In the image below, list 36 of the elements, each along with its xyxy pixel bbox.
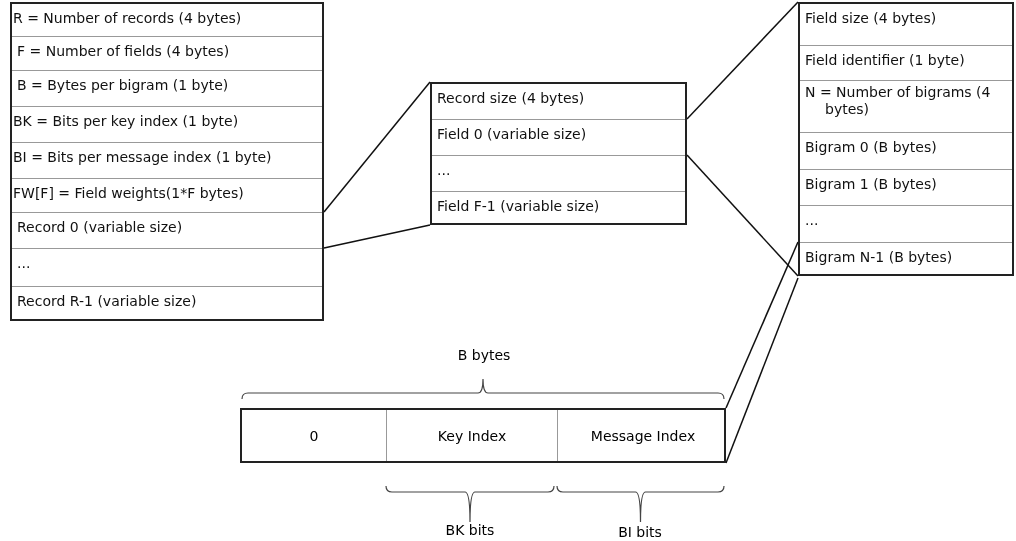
row-text: Field identifier (1 byte) [805,52,965,68]
record-table [10,2,324,321]
row-text: Field size (4 bytes) [805,10,937,26]
zoom-line [323,224,431,249]
zoom-line [725,241,799,409]
zoom-line [686,1,799,120]
row-text: Bigram N-1 (B bytes) [805,249,953,265]
row-text: R = Number of records (4 bytes) [13,10,242,26]
row-text: Field 0 (variable size) [437,126,587,142]
row-text: Record size (4 bytes) [437,90,585,106]
row-text: BI = Bits per message index (1 byte) [13,149,272,165]
row-text: Bigram 0 (B bytes) [805,139,937,155]
row-text: F = Number of fields (4 bytes) [17,43,230,59]
row-text: Record R-1 (variable size) [17,293,197,309]
zoom-line [323,81,431,213]
row-text: Key Index [437,427,507,444]
row-text: N = Number of bigrams (4 bytes) [805,84,992,118]
zoom-line [725,277,799,464]
row-text: Field F-1 (variable size) [437,198,600,214]
bit-field-bar [240,408,726,463]
row-text: FW[F] = Field weights(1*F bytes) [13,185,244,201]
zoom-line [686,154,799,277]
row-text: Bigram 1 (B bytes) [805,176,937,192]
row-text: Record 0 (variable size) [17,219,183,235]
bracket-label: B bytes [457,347,511,363]
row-text: 0 [309,427,319,444]
bracket-label: BK bits [445,522,495,538]
row-text: ... [17,255,31,271]
record-table [430,82,687,225]
row-text: B = Bytes per bigram (1 byte) [17,77,229,93]
record-table [798,2,1014,276]
bracket-label: BI bits [618,524,662,540]
row-text: BK = Bits per key index (1 byte) [13,113,239,129]
row-text: ... [805,212,819,228]
row-text: Message Index [590,427,696,444]
row-text: ... [437,162,451,178]
